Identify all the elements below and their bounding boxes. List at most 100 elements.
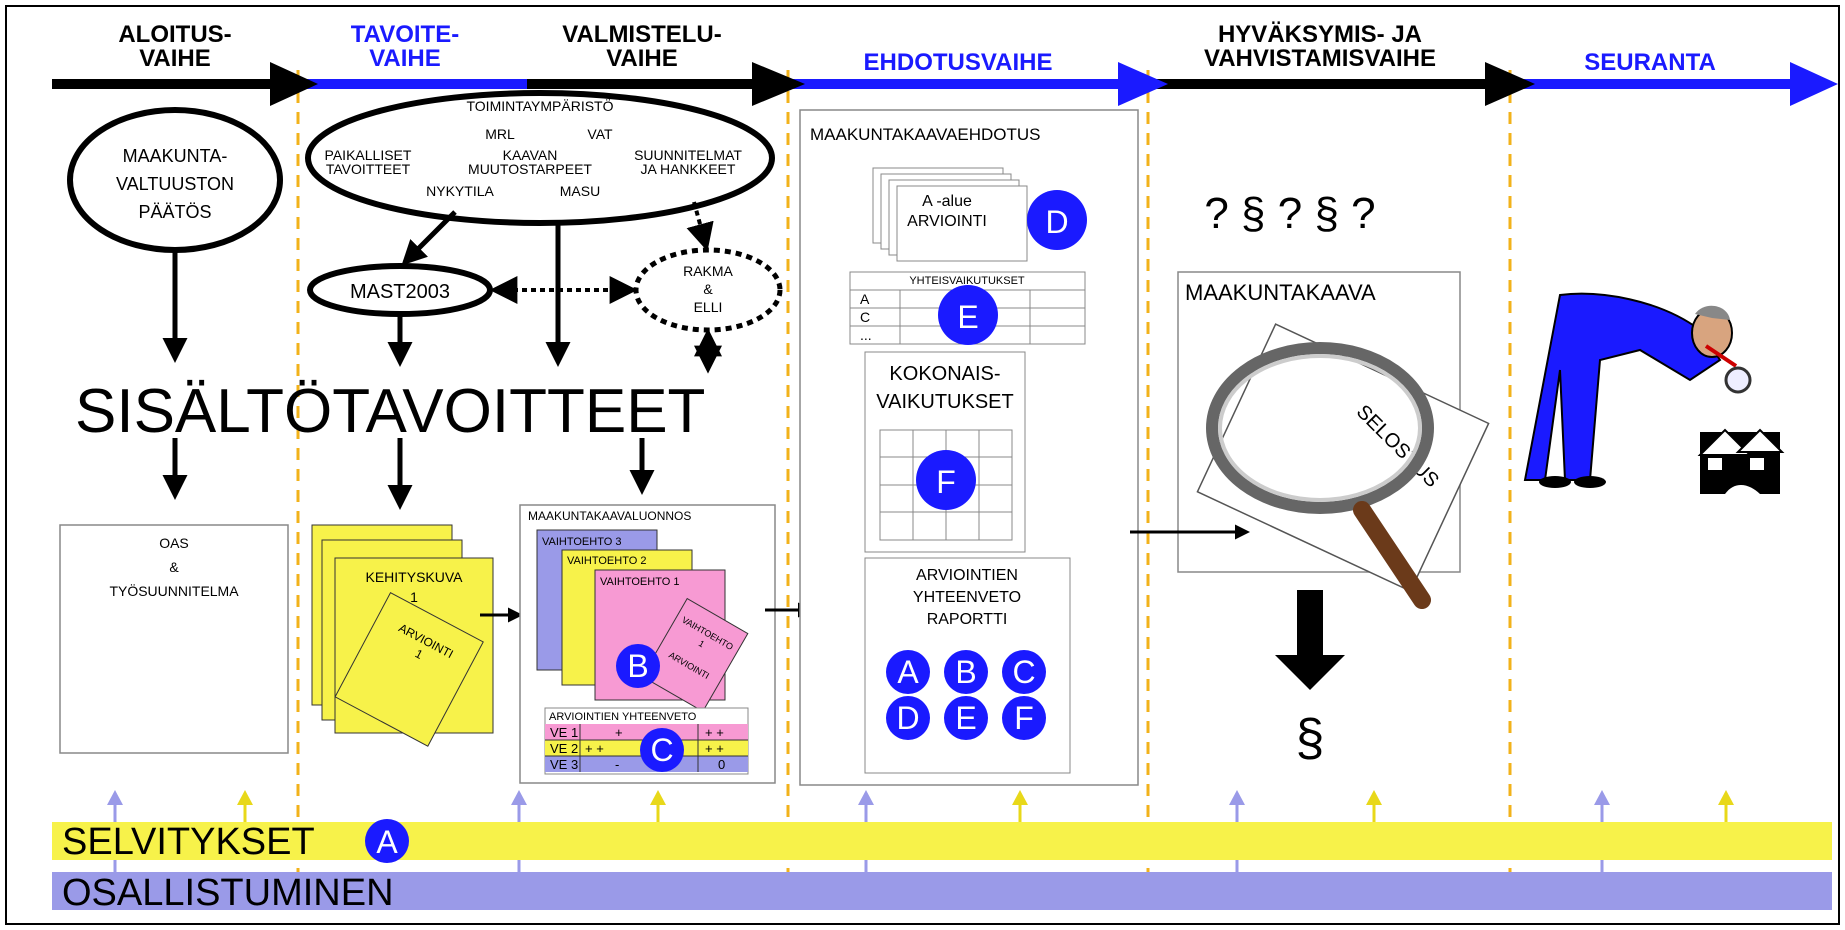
surveys-label: SELVITYKSET [62, 821, 315, 863]
summary-row-3-label: VE 3 [550, 757, 578, 772]
participation-label: OSALLISTUMINEN [62, 872, 394, 914]
phase-1-label-1: ALOITUS- [118, 21, 231, 48]
circle-f [916, 450, 976, 510]
alternative-1-assessment-card [641, 597, 749, 713]
dashed-links [489, 201, 722, 374]
circle-f-label: F [936, 464, 956, 500]
phase-5-label-2: VAHVISTAMISVAIHE [1204, 45, 1436, 72]
summary-row-1-b: + + [705, 725, 724, 740]
area-assessment-label-1: A -alue [922, 193, 972, 210]
overall-effects-label-1: KOKONAIS- [889, 363, 1000, 385]
report-circle-d-label: D [896, 700, 919, 736]
report-circle-c [1002, 650, 1046, 694]
environment-plan-changes-2: MUUTOSTARPEET [468, 161, 592, 177]
phase-dividers [296, 70, 1512, 880]
assessment-1-card [334, 591, 484, 747]
joint-effects-row-1: A [860, 291, 870, 307]
report-circle-a [886, 650, 930, 694]
operating-environment-ellipse [305, 90, 775, 226]
report-circle-b-label: B [955, 654, 976, 690]
report-label-1: ARVIOINTIEN [916, 567, 1018, 584]
participation-bar [52, 872, 1832, 910]
council-decision-ellipse [67, 107, 283, 253]
phase-5-label-1: HYVÄKSYMIS- JA [1218, 21, 1422, 48]
summary-table-title: ARVIOINTIEN YHTEENVETO [549, 711, 697, 723]
alternative-2-label: VAIHTOEHTO 2 [567, 555, 646, 567]
phase-1-label-2: VAIHE [139, 45, 211, 72]
development-image-label-1: KEHITYSKUVA [366, 569, 464, 585]
report-label-3: RAPORTTI [927, 611, 1008, 628]
regional-plan-title: MAAKUNTAKAAVA [1185, 280, 1376, 305]
timeline [52, 62, 1838, 106]
summary-row-1-a: + [615, 725, 623, 740]
circle-b-label: B [627, 648, 648, 684]
houses-icon [1697, 428, 1785, 494]
council-decision-line-3: PÄÄTÖS [138, 202, 211, 222]
overall-effects-label-2: VAIKUTUKSET [876, 391, 1013, 413]
paragraph-symbol: § [1296, 709, 1325, 767]
surveys-circle-a [365, 819, 409, 863]
environment-projects-1: SUUNNITELMAT [634, 147, 742, 163]
magnifier-icon [1206, 342, 1434, 609]
environment-local-goals-2: TAVOITTEET [326, 161, 411, 177]
phase-2-label-2: VAIHE [369, 45, 441, 72]
environment-current-state: NYKYTILA [426, 183, 494, 199]
summary-row-2-b: + + [705, 741, 724, 756]
council-decision-line-1: MAAKUNTA- [123, 146, 228, 166]
draft-plan-title: MAAKUNTAKAAVALUONNOS [528, 509, 691, 523]
development-image-stack: KEHITYSKUVA 1 ARVIOINTI 1 [311, 524, 494, 747]
council-decision-line-2: VALTUUSTON [116, 174, 234, 194]
report-circle-e-label: E [955, 700, 976, 736]
joint-effects-row-2: C [860, 309, 870, 325]
timeline-arrow-2 [752, 62, 805, 106]
environment-vat: VAT [587, 126, 613, 142]
timeline-arrow-5 [1790, 62, 1838, 106]
report-circle-f [1002, 696, 1046, 740]
report-circle-e [944, 696, 988, 740]
phase-3-label-2: VAIHE [606, 45, 678, 72]
report-circle-b [944, 650, 988, 694]
oas-line-3: TYÖSUUNNITELMA [109, 582, 239, 599]
legal-question-symbols: ? § ? § ? [1204, 189, 1375, 238]
report-label-2: YHTEENVETO [913, 589, 1021, 606]
alternative-inner-2: 1 [697, 638, 706, 649]
development-image-label-2: 1 [410, 589, 418, 605]
summary-row-1-label: VE 1 [550, 725, 578, 740]
rakma-label: RAKMA [683, 263, 733, 279]
environment-title: TOIMINTAYMPÄRISTÖ [466, 97, 613, 114]
content-goals-heading: SISÄLTÖTAVOITTEET [75, 377, 705, 446]
summary-row-3-b: 0 [718, 757, 725, 772]
alternative-1-label: VAIHTOEHTO 1 [600, 576, 679, 588]
environment-plan-changes-1: KAAVAN [503, 147, 558, 163]
summary-row-1 [545, 724, 748, 740]
oas-box [59, 524, 289, 754]
environment-projects-2: JA HANKKEET [641, 161, 736, 177]
summary-row-2-a: + + [585, 741, 604, 756]
flow-arrows [162, 210, 655, 510]
timeline-arrow-4 [1485, 62, 1535, 106]
approval-arrow [1275, 590, 1345, 690]
area-assessment-label-2: ARVIOINTI [907, 213, 987, 230]
mast2003-label: MAST2003 [350, 281, 450, 303]
elli-label: ELLI [694, 299, 723, 315]
plan-proposal-title: MAAKUNTAKAAVAEHDOTUS [810, 125, 1040, 144]
report-circle-c-label: C [1012, 654, 1035, 690]
phase-3-label-1: VALMISTELU- [562, 21, 722, 48]
environment-local-goals-1: PAIKALLISET [325, 147, 412, 163]
rakma-amp: & [703, 281, 713, 297]
circle-e [938, 285, 998, 345]
joint-effects-title: YHTEISVAIKUTUKSET [909, 275, 1025, 287]
circle-c [640, 728, 684, 772]
phase-4-label: EHDOTUSVAIHE [864, 49, 1053, 76]
oas-line-1: OAS [159, 535, 189, 551]
phase-6-label: SEURANTA [1584, 49, 1716, 76]
circle-e-label: E [957, 299, 978, 335]
timeline-arrow-1 [270, 62, 318, 106]
surveys-circle-a-label: A [376, 824, 398, 860]
joint-effects-row-3: ... [860, 327, 872, 343]
circle-d [1027, 190, 1087, 250]
environment-mrl: MRL [485, 126, 515, 142]
surveys-bar [52, 822, 1832, 860]
